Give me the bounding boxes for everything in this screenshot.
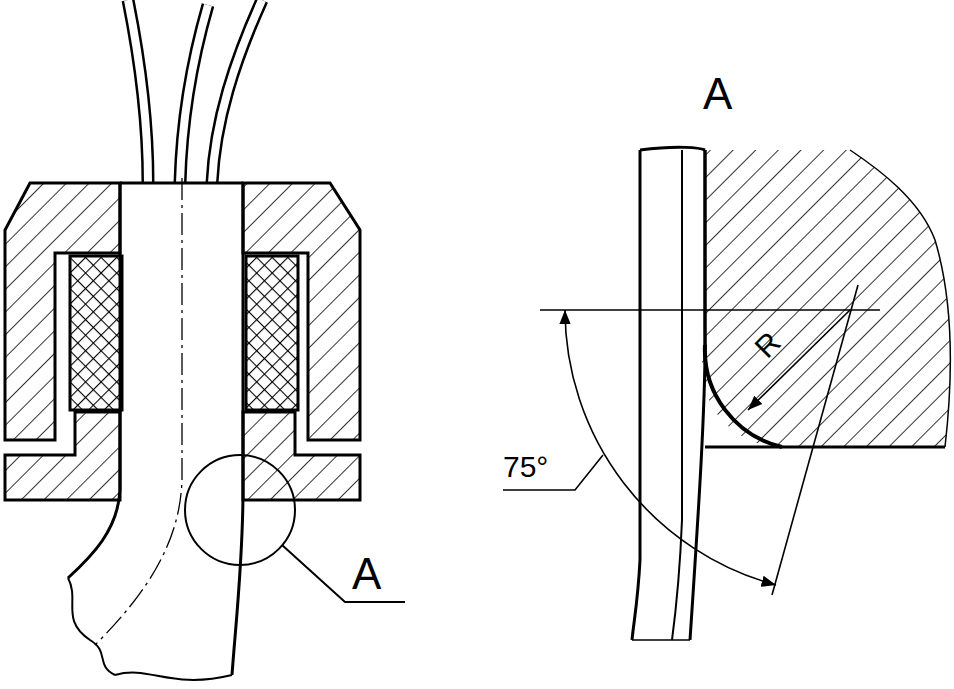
detail-housing-outline	[705, 150, 950, 447]
angle-dimension: 75°	[503, 452, 548, 482]
detail-callout-letter: A	[352, 552, 381, 596]
detail-title: A	[703, 72, 732, 116]
cable-sleeve	[68, 178, 243, 680]
cable-wires	[128, 0, 262, 183]
detail-callout	[185, 455, 405, 602]
coil-winding	[70, 256, 298, 410]
detail-tube	[632, 147, 705, 640]
dimension-lines	[503, 285, 880, 595]
